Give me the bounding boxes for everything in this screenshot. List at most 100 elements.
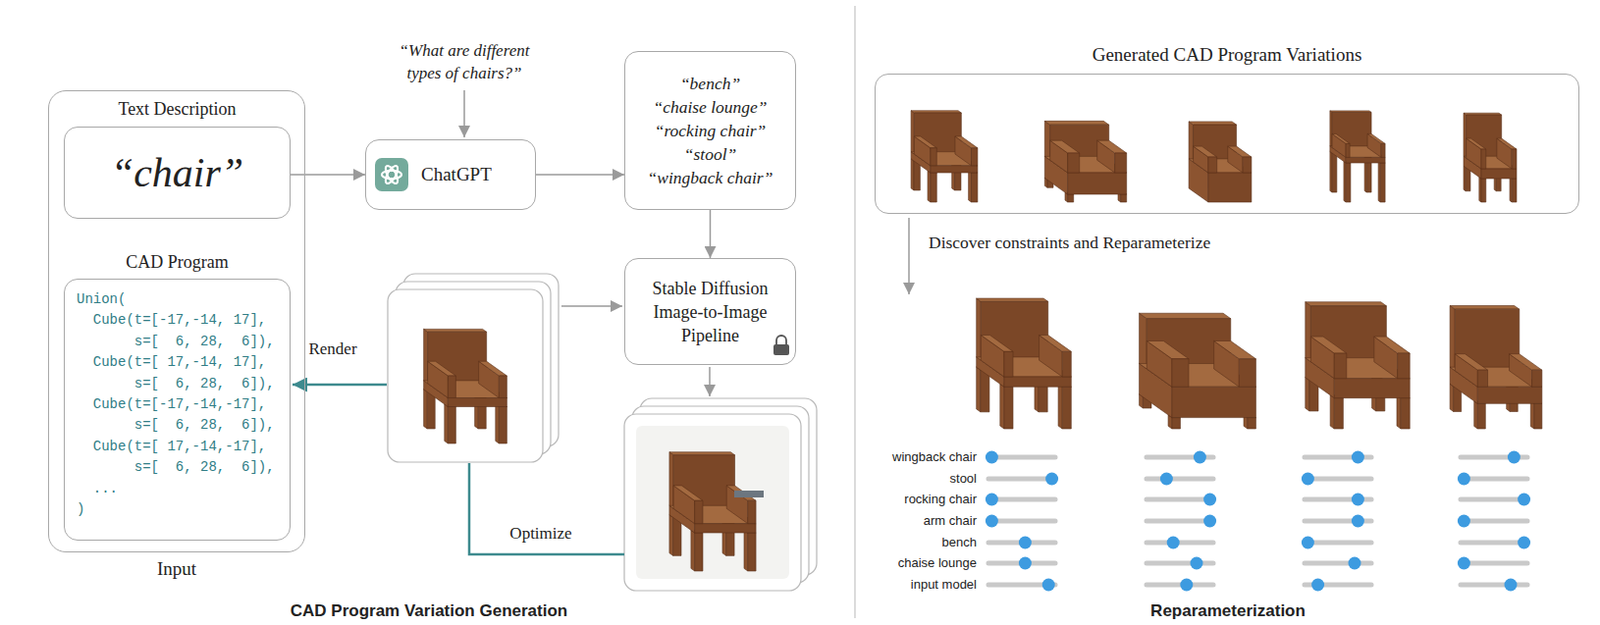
slider-knob	[1193, 451, 1207, 465]
slider-track	[1460, 477, 1528, 482]
chair-face	[1332, 153, 1337, 193]
chatgpt-icon	[374, 158, 409, 192]
chair-face	[930, 165, 978, 173]
chair-face	[1345, 143, 1350, 158]
pipeline-box: Stable Diffusion Image-to-Image Pipeline	[624, 258, 797, 366]
image-backdrop	[636, 426, 790, 580]
chair-face	[1511, 178, 1517, 203]
chair-face	[1477, 403, 1486, 429]
slider-knob	[1042, 579, 1056, 592]
chair-face	[1050, 140, 1080, 154]
slider-knob	[1179, 579, 1193, 592]
slider-knob	[1457, 557, 1471, 571]
chair-face	[1172, 359, 1189, 388]
chair-face	[1345, 157, 1386, 163]
chair-face	[1330, 395, 1334, 429]
chair-face	[447, 407, 456, 445]
chair-face	[1454, 354, 1488, 371]
slider-knob	[1311, 579, 1325, 592]
chair-face	[976, 298, 982, 361]
chair-illustration	[1139, 313, 1257, 429]
chair-face	[1374, 336, 1410, 354]
chair-face	[669, 452, 736, 456]
slider-track	[1146, 477, 1214, 482]
slider-knob	[1517, 493, 1531, 507]
chair-face	[1058, 383, 1063, 429]
flow-arrow	[290, 173, 366, 176]
chair-face	[980, 370, 990, 413]
slider-knob	[1517, 536, 1531, 550]
seat-highlight	[734, 490, 764, 498]
slider-knob	[1507, 451, 1521, 465]
chair-face	[1238, 359, 1256, 388]
chair-illustration	[976, 298, 1072, 429]
chatgpt-icon-petal	[381, 170, 402, 179]
render-arrow	[292, 383, 387, 387]
chair-face	[1067, 172, 1127, 195]
chair-face	[1067, 194, 1074, 203]
chair-face	[1172, 418, 1181, 429]
chair-face	[1332, 133, 1350, 144]
chair-face	[1333, 398, 1343, 429]
code-line: ...	[76, 479, 280, 500]
slider-name: wingback chair	[829, 449, 977, 466]
image-card	[387, 289, 543, 463]
chair-face	[1463, 165, 1466, 192]
chair-face	[447, 375, 456, 399]
input-panel: InputText Description“chair”CAD ProgramU…	[48, 90, 306, 553]
question-text: “What are different types of chairs?”	[380, 39, 548, 85]
slider-track	[988, 519, 1056, 525]
node-text: “stool”	[631, 142, 790, 166]
chair-face	[673, 485, 703, 501]
slider-knob	[1351, 493, 1365, 507]
chair-face	[1449, 383, 1454, 412]
chair-face	[1004, 386, 1014, 429]
slider-knob	[1351, 451, 1365, 465]
node-text: “chair”	[72, 150, 282, 196]
slider-track	[988, 477, 1056, 482]
slider-knob	[985, 515, 999, 529]
slider-knob	[1351, 515, 1365, 529]
node-text: ChatGPT	[421, 163, 492, 187]
slider-name: chaise lounge	[829, 555, 977, 572]
slider-knob	[1504, 579, 1518, 592]
chair-face	[694, 524, 756, 534]
chair-illustration	[1044, 120, 1126, 203]
chair-face	[1062, 351, 1071, 377]
chair-face	[1000, 383, 1005, 429]
section-title: Reparameterization	[1061, 601, 1395, 622]
chair-face	[1330, 151, 1333, 193]
slider-knob	[1203, 493, 1217, 507]
variations-box: Generated CAD Program Variations	[874, 73, 1580, 214]
slider-knob	[1301, 473, 1315, 486]
chair-illustration	[1463, 112, 1517, 203]
chair-face	[1305, 377, 1310, 412]
chair-face	[691, 530, 695, 572]
chair-face	[1534, 403, 1543, 429]
flow-arrow	[709, 210, 712, 259]
node-text: Input	[9, 558, 344, 582]
lock-body	[773, 344, 790, 356]
chair-face	[1463, 112, 1467, 159]
chair-face	[673, 517, 682, 556]
slider-knob	[1167, 536, 1180, 550]
chair-face	[444, 404, 449, 444]
chair-face	[1378, 160, 1381, 203]
chair-illustration	[1305, 302, 1410, 429]
chair-face	[1188, 121, 1237, 125]
code-line: Cube(t=[-17,-14, 17],	[76, 310, 280, 331]
chair-face	[1146, 341, 1189, 360]
node-text: Stable Diffusion Image-to-Image Pipeline	[637, 276, 784, 348]
code-line: s=[ 6, 28, 6]),	[76, 415, 280, 436]
chair-face	[1208, 172, 1252, 203]
chair-face	[1509, 176, 1512, 203]
slider-knob	[1457, 515, 1471, 529]
chair-face	[1367, 133, 1386, 144]
chair-face	[910, 110, 961, 113]
slider-track	[1146, 540, 1214, 546]
chair-face	[1481, 149, 1487, 169]
chair-face	[1343, 160, 1346, 203]
chatgpt-icon-petal	[382, 163, 400, 186]
